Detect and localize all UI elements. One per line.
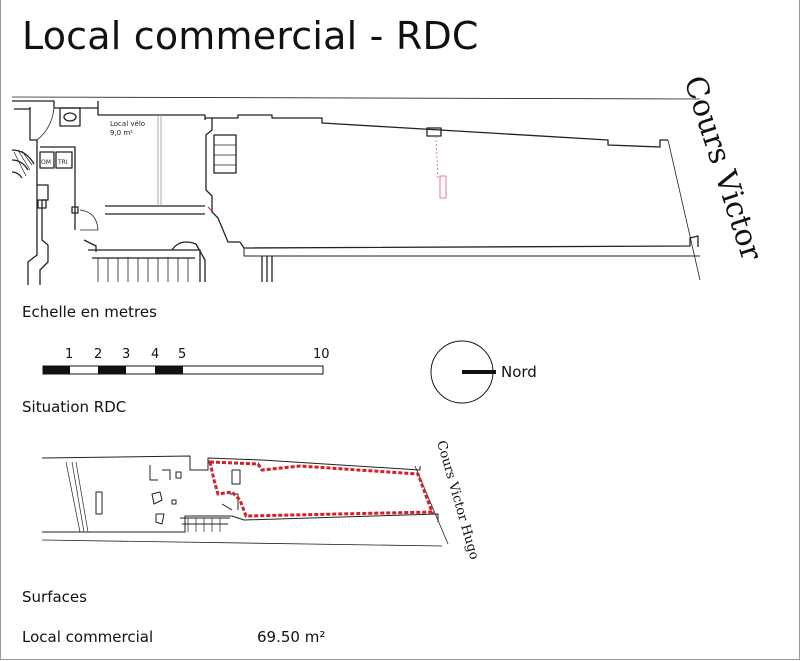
scale-tick-5: 5 [178,347,186,362]
surface-row-value: 69.50 m² [257,628,326,646]
surface-row-name: Local commercial [22,628,154,646]
situation-street-label: Cours Victor Hugo [433,439,481,562]
north-label: Nord [501,363,537,381]
local-commercial-outline [208,460,435,518]
scale-tick-10: 10 [313,347,330,362]
scale-tick-4: 4 [151,347,159,362]
local-velo-area: 9,0 m² [110,129,133,137]
bin-tri-label: TRI [57,159,68,166]
surfaces-heading: Surfaces [22,588,87,606]
local-velo-label: Local vélo [110,120,145,128]
scale-heading: Echelle en metres [22,303,157,321]
scale-tick-2: 2 [94,347,102,362]
scale-tick-3: 3 [122,347,130,362]
situation-heading: Situation RDC [22,398,127,416]
bin-om-label: OM [41,159,51,166]
scale-tick-1: 1 [65,347,73,362]
page-title: Local commercial - RDC [22,14,479,58]
